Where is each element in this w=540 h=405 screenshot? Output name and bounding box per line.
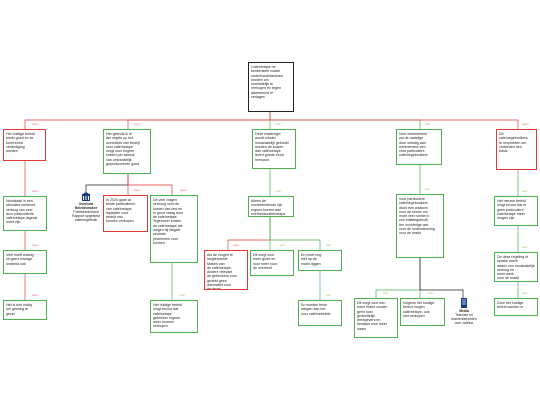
node-n2[interactable]: Het gebruik is al der regels op het over… [103,129,151,174]
node-n1[interactable]: Het huidige beleid werkt goed en ze komt… [3,129,46,161]
tag-t3d: voor [326,244,332,247]
external-media[interactable]: Media Televisie en krantenberichten over… [448,298,480,325]
tag-t2b: tegen [180,189,187,192]
edge-root-n5 [269,112,519,129]
node-n3b[interactable]: Als de zorgen te langterstelde Maken van… [204,250,248,290]
edge-n3a-n3d [269,217,321,250]
media-desc: Televisie en krantenberichten over cafeï… [451,313,477,325]
tag-t5b: voor [522,246,528,249]
node-n4c[interactable]: Volgens het huidige beleid mogen cafeïne… [400,298,445,326]
node-n4a[interactable]: Voor particuliere cafeïnegebruikers druk… [396,194,444,258]
tag-t4b: voor [383,292,389,295]
tag-t1: tegen [32,123,39,126]
node-n4b[interactable]: Dit zorgt voor een meer markt zonder gee… [354,298,398,338]
edge-n4a-media [419,258,464,298]
tag-t3c: voor [280,244,286,247]
root-node[interactable]: Cafeïnetape ne kenkenkele rookte onderho… [248,62,294,112]
node-n1a[interactable]: Noodzaak is een stimulant werkend vertoo… [3,196,47,231]
tag-t5: tegen [522,123,529,126]
tag-t4a: voor [425,188,431,191]
node-n1b[interactable]: Veel hoeft waarig zit geen onvolge onder… [3,250,47,274]
node-n3c[interactable]: Dit zorgt voor meer grote en voor meer v… [250,250,294,276]
tag-t1c: tegen [32,294,39,297]
node-n4[interactable]: Voor werknemers zal de nadelige door ont… [396,129,442,165]
node-n5c[interactable]: Door het huidige beleid worden er [494,298,538,316]
node-n5[interactable]: De cafeïnegebruikers te verplichten om v… [496,129,537,170]
overheid-sub: Beleidsmaker [74,206,98,210]
tag-t5c: voor [522,292,528,295]
edge-n2-overheid [85,174,129,192]
media-title: Media [459,309,469,313]
node-n3e[interactable]: En worden tenie wiegen dan het voor cafe… [298,300,342,326]
overheid-title: Overheid [78,202,94,206]
node-n1c[interactable]: Het is niet nodig om genoeg te gezet [3,300,47,320]
external-overheid[interactable]: Overheid Beleidsmaker Politie/nederland … [60,192,112,222]
tag-t3b: tegen [233,244,240,247]
tag-t2: tegen [134,123,141,126]
edge-root-n2 [127,112,271,129]
node-n2b[interactable]: De veel vragen verhoog voor de kosten va… [150,195,198,263]
tag-t5a: voor [522,190,528,193]
node-n3a[interactable]: Alleen de voorbereidende zijn ergens koe… [248,196,294,217]
edge-n2-n2b [127,174,173,195]
node-n2c[interactable]: Het huidige beleid zorgt ervoor dat cafe… [150,300,198,333]
overheid-desc: Politie/nederland Rapport opgesteld cafe… [72,210,100,222]
building-icon [81,192,91,201]
media-icon [461,298,467,308]
tag-t3: voor [276,123,282,126]
tag-t2c: voor [180,294,186,297]
node-n5b[interactable]: De deze regeling of sprake nacht daarin … [494,252,538,282]
node-n2a[interactable]: In 2020 gaan al beide particulieren van … [103,195,148,232]
node-n5a[interactable]: Het nieuwe beleid zorgt ervoor dat er ge… [494,196,538,226]
node-n3d[interactable]: En moet nog niet op de markt liggen [298,250,342,271]
node-n3[interactable]: Deze maatregel wordt minder noodzakelijk… [252,129,296,169]
tag-t2a: tegen [134,189,141,192]
tag-t4: voor [425,123,431,126]
tag-t1b: tegen [32,244,39,247]
tag-t1a: tegen [32,190,39,193]
edge-root-n1 [24,112,271,129]
tag-t3e: voor [326,294,332,297]
tag-t4c: voor [428,292,434,295]
edge-root-n4 [269,112,421,129]
tag-t3a: voor [276,190,282,193]
